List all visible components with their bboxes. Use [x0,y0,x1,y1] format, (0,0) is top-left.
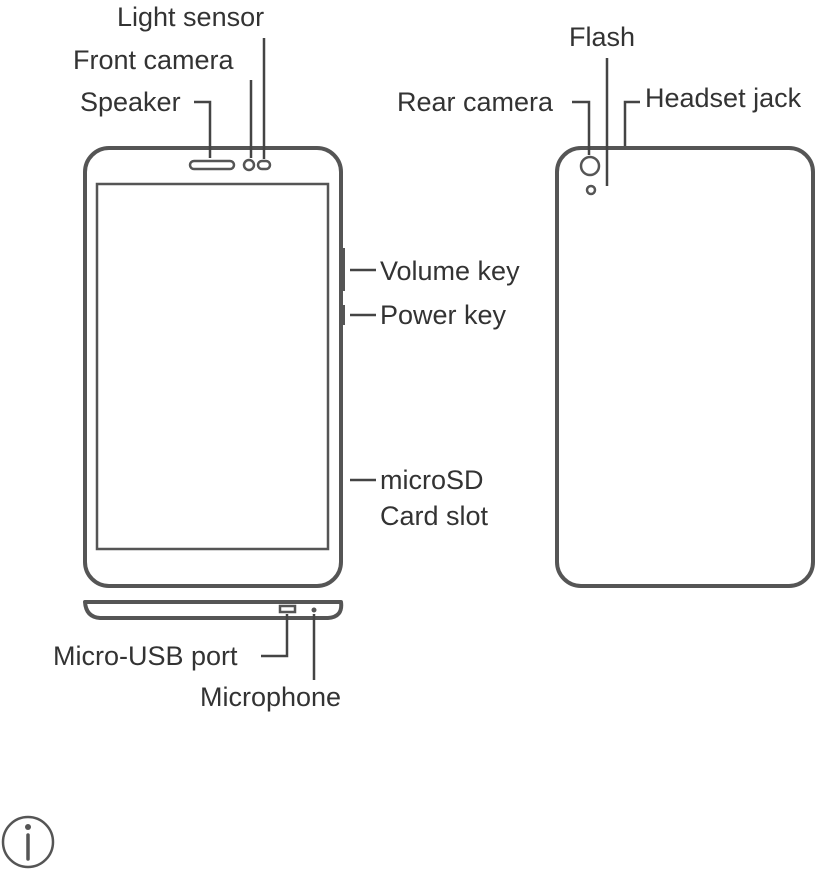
volume-key-button [340,248,345,291]
front-screen [97,184,328,549]
rear-view [557,148,813,586]
label-flash: Flash [569,22,635,52]
front-view [85,148,345,586]
power-key-button [340,305,345,325]
label-front-camera: Front camera [73,45,235,75]
flash-lamp [587,186,595,194]
bottom-edge-view [85,602,341,618]
label-power-key: Power key [380,300,507,330]
micro-usb-leader [261,614,287,656]
headset-jack-leader [625,102,640,146]
light-sensor-window [258,161,270,169]
label-microphone: Microphone [200,682,341,712]
bottom-edge [85,602,341,618]
label-speaker: Speaker [80,87,181,117]
front-camera-lens [244,160,254,170]
front-body [85,148,341,586]
label-micro-usb-port: Micro-USB port [53,641,238,671]
label-headset-jack: Headset jack [645,83,802,113]
rear-body [557,148,813,586]
info-icon [3,817,53,867]
labels: Light sensor Front camera Speaker Volume… [53,2,802,712]
label-light-sensor: Light sensor [117,2,264,32]
rear-camera-lens [581,157,599,175]
label-microsd: microSD [380,465,484,495]
speaker-grille [190,161,234,169]
label-rear-camera: Rear camera [397,87,554,117]
label-volume-key: Volume key [380,256,520,286]
microphone-hole [312,608,317,613]
micro-usb-opening [280,606,295,612]
label-card-slot: Card slot [380,501,489,531]
